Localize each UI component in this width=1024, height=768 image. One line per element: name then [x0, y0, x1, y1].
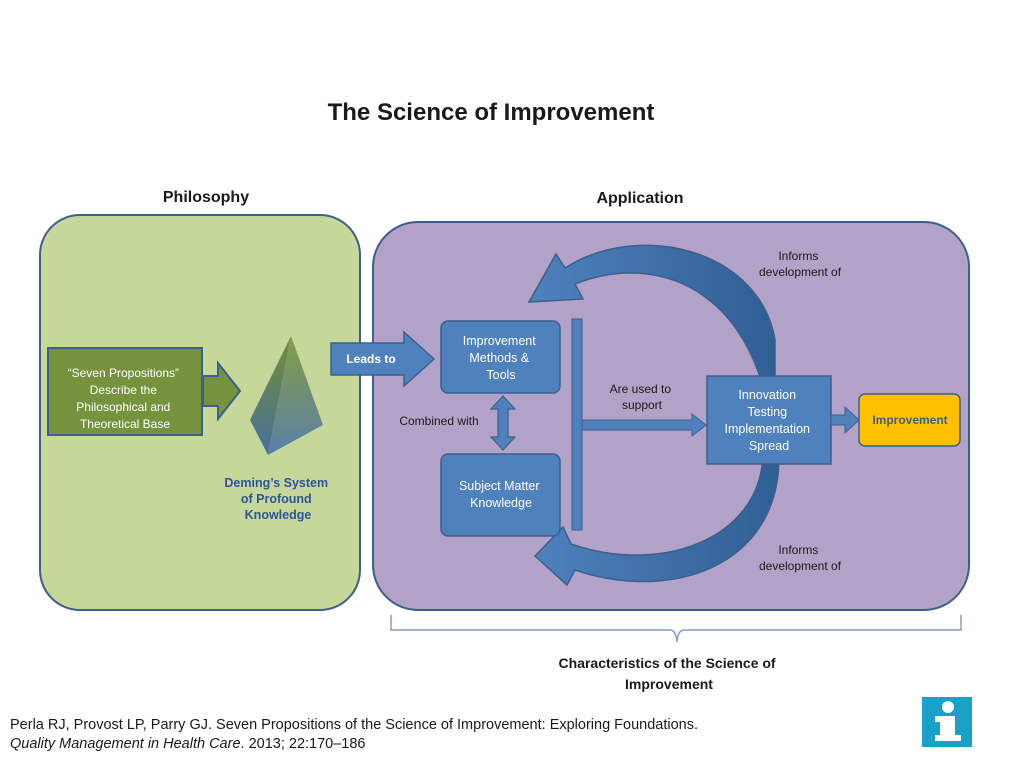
- informs-top-line: development of: [759, 265, 842, 279]
- propositions-line: Philosophical and: [76, 400, 170, 414]
- innovation-box: Innovation Testing Implementation Spread: [706, 375, 832, 465]
- citation-line-1: Perla RJ, Provost LP, Parry GJ. Seven Pr…: [10, 717, 699, 733]
- characteristics-brace: [390, 615, 962, 643]
- svg-text:Subject Matter Knowledge: Subject Matter Knowledge: [459, 479, 543, 510]
- svg-text:Innovation Testing: Innovation Testing Implementation Spread: [725, 388, 814, 453]
- methods-line: Tools: [486, 368, 515, 382]
- svg-text:Improvement Methods &: Improvement Methods & Tools: [463, 334, 539, 382]
- innovation-line: Testing: [747, 405, 787, 419]
- leads-to-arrow: Leads to: [330, 330, 436, 388]
- citation: Perla RJ, Provost LP, Parry GJ. Seven Pr…: [10, 716, 870, 754]
- innovation-line: Innovation: [738, 388, 796, 402]
- innovation-line: Implementation: [725, 422, 811, 436]
- support-arrow: [581, 412, 707, 438]
- improvement-methods-box: Improvement Methods & Tools: [440, 320, 561, 394]
- subject-matter-box: Subject Matter Knowledge: [440, 453, 561, 537]
- feedback-arc-bottom: [533, 438, 780, 587]
- propositions-line: Describe the: [90, 383, 158, 397]
- innovation-line: Spread: [749, 439, 789, 453]
- characteristics-line: Improvement: [625, 676, 713, 692]
- characteristics-label: Characteristics of the Science of Improv…: [559, 655, 780, 692]
- seven-propositions-box: “Seven Propositions” Describe the Philos…: [47, 347, 203, 436]
- leads-to-label: Leads to: [346, 352, 395, 366]
- deming-label-line: of Profound: [241, 492, 312, 506]
- methods-line: Improvement: [463, 334, 536, 348]
- citation-line-2: Quality Management in Health Care. 2013;…: [10, 735, 870, 754]
- informs-top-line: Informs: [778, 249, 818, 263]
- info-logo-icon: [922, 697, 972, 747]
- pyramid-icon: [250, 336, 323, 455]
- informs-top-label: Informs development of: [759, 249, 842, 279]
- characteristics-line: Characteristics of the Science of: [559, 655, 776, 671]
- are-used-to-line: Are used to: [610, 382, 672, 396]
- application-heading: Application: [596, 190, 683, 207]
- combined-double-arrow: [489, 395, 517, 451]
- improvement-box: Improvement: [858, 393, 961, 447]
- informs-bottom-label: Informs development of: [759, 543, 842, 573]
- methods-line: Methods &: [469, 351, 529, 365]
- philosophy-heading: Philosophy: [163, 189, 249, 206]
- citation-details: . 2013; 22:170–186: [240, 736, 366, 752]
- propositions-line: “Seven Propositions”: [68, 366, 179, 380]
- page-title: The Science of Improvement: [328, 99, 655, 126]
- propositions-arrow: [202, 360, 242, 422]
- are-used-to-label: Are used to support: [610, 382, 675, 412]
- combined-with-label: Combined with: [399, 414, 478, 428]
- informs-bottom-line: Informs: [778, 543, 818, 557]
- deming-label-line: Knowledge: [245, 508, 312, 522]
- improvement-label: Improvement: [872, 413, 947, 427]
- subject-line: Subject Matter: [459, 479, 540, 493]
- improvement-arrow: [830, 405, 860, 435]
- deming-label-line: Deming’s System: [224, 476, 328, 490]
- subject-line: Knowledge: [470, 496, 532, 510]
- deming-label: Deming’s System of Profound Knowledge: [224, 476, 331, 522]
- citation-journal: Quality Management in Health Care: [10, 736, 241, 752]
- informs-bottom-line: development of: [759, 559, 842, 573]
- support-bar: [571, 318, 583, 531]
- propositions-line: Theoretical Base: [80, 417, 170, 431]
- svg-text:“Seven Propositions” Des: “Seven Propositions” Describe the Philos…: [68, 366, 183, 431]
- are-used-to-line: support: [622, 398, 663, 412]
